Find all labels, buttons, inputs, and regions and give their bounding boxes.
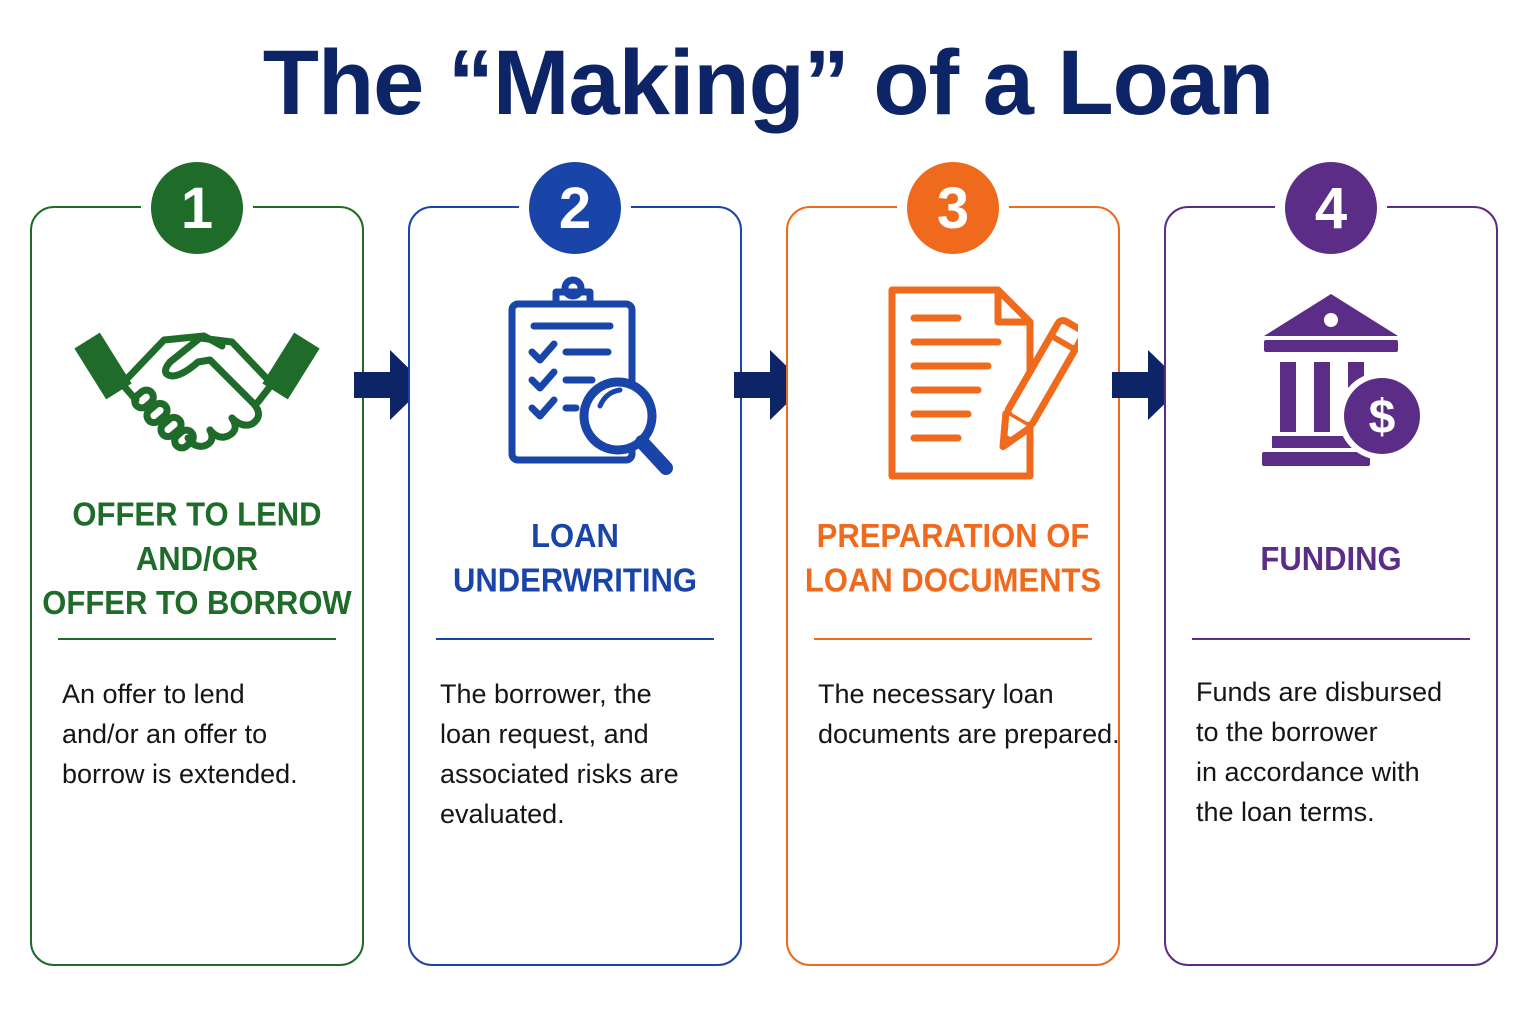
step-description-line: loan request, and (440, 719, 649, 749)
step-description: An offer to lend and/or an offer to borr… (62, 674, 342, 794)
divider (58, 638, 336, 640)
step-description: Funds are disbursed to the borrower in a… (1196, 672, 1476, 832)
step-heading: LOAN UNDERWRITING (420, 493, 730, 623)
step-description-line: the loan terms. (1196, 797, 1375, 827)
step-description-line: An offer to lend (62, 679, 245, 709)
step-description-line: evaluated. (440, 799, 565, 829)
step-description-line: associated risks are (440, 759, 679, 789)
bank-dollar-icon: $ (1206, 276, 1456, 486)
step-number-badge: 3 (907, 162, 999, 254)
step-heading: PREPARATION OF LOAN DOCUMENTS (798, 493, 1108, 623)
step-card-funding: 4 $ FUNDING Funds are disbursed to the b… (1164, 162, 1498, 966)
step-number-badge: 4 (1285, 162, 1377, 254)
document-pen-icon (828, 276, 1078, 486)
step-number-badge: 1 (151, 162, 243, 254)
step-heading-line: LOAN DOCUMENTS (804, 561, 1102, 600)
divider (1192, 638, 1470, 640)
step-card-documents: 3 PREPARATION OF LOAN DOCUMENTS (786, 162, 1120, 966)
clipboard-magnifier-icon (450, 276, 700, 486)
step-description-line: borrow is extended. (62, 759, 298, 789)
step-heading-line: UNDERWRITING (453, 561, 697, 600)
step-heading-line: OFFER TO BORROW (42, 583, 352, 622)
step-heading-line: LOAN (531, 516, 619, 555)
step-heading: OFFER TO LEND AND/OR OFFER TO BORROW (42, 493, 352, 623)
step-description-line: The necessary loan (818, 679, 1054, 709)
step-card-offer: 1 OFFER TO LEND AND/OR OFFER TO BORRO (30, 162, 364, 966)
step-card-underwriting: 2 LOAN UNDERWRITING The borrower, t (408, 162, 742, 966)
step-description-line: in accordance with (1196, 757, 1420, 787)
step-heading-line: OFFER TO LEND (72, 494, 322, 533)
step-description: The necessary loan documents are prepare… (818, 674, 1120, 754)
step-description-line: to the borrower (1196, 717, 1378, 747)
step-description-line: Funds are disbursed (1196, 677, 1443, 707)
step-description: The borrower, the loan request, and asso… (440, 674, 720, 834)
step-heading: FUNDING (1176, 493, 1486, 623)
step-description-line: The borrower, the (440, 679, 652, 709)
step-description-line: documents are prepared. (818, 719, 1120, 749)
divider (814, 638, 1092, 640)
handshake-icon (72, 276, 322, 486)
step-heading-line: PREPARATION OF (816, 516, 1090, 555)
step-description-line: and/or an offer to (62, 719, 268, 749)
page-title: The “Making” of a Loan (262, 32, 1274, 134)
divider (436, 638, 714, 640)
svg-text:$: $ (1369, 391, 1396, 444)
step-number-badge: 2 (529, 162, 621, 254)
step-heading-line: FUNDING (1260, 539, 1402, 577)
step-heading-line: AND/OR (135, 539, 259, 577)
